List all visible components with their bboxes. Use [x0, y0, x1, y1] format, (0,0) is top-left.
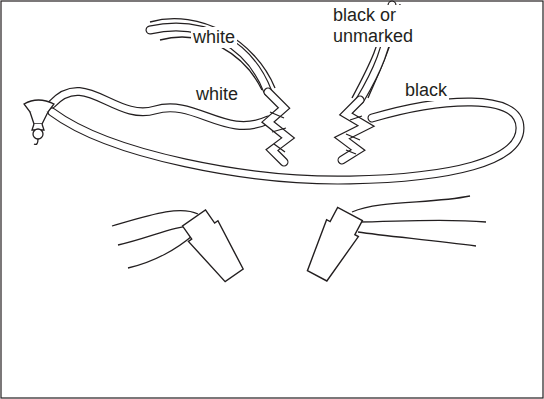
wire-color-label: white: [194, 84, 240, 105]
wire-color-label: black or unmarked: [331, 5, 431, 47]
wire-color-label: black: [403, 80, 449, 101]
wire-color-label: white: [191, 27, 237, 48]
